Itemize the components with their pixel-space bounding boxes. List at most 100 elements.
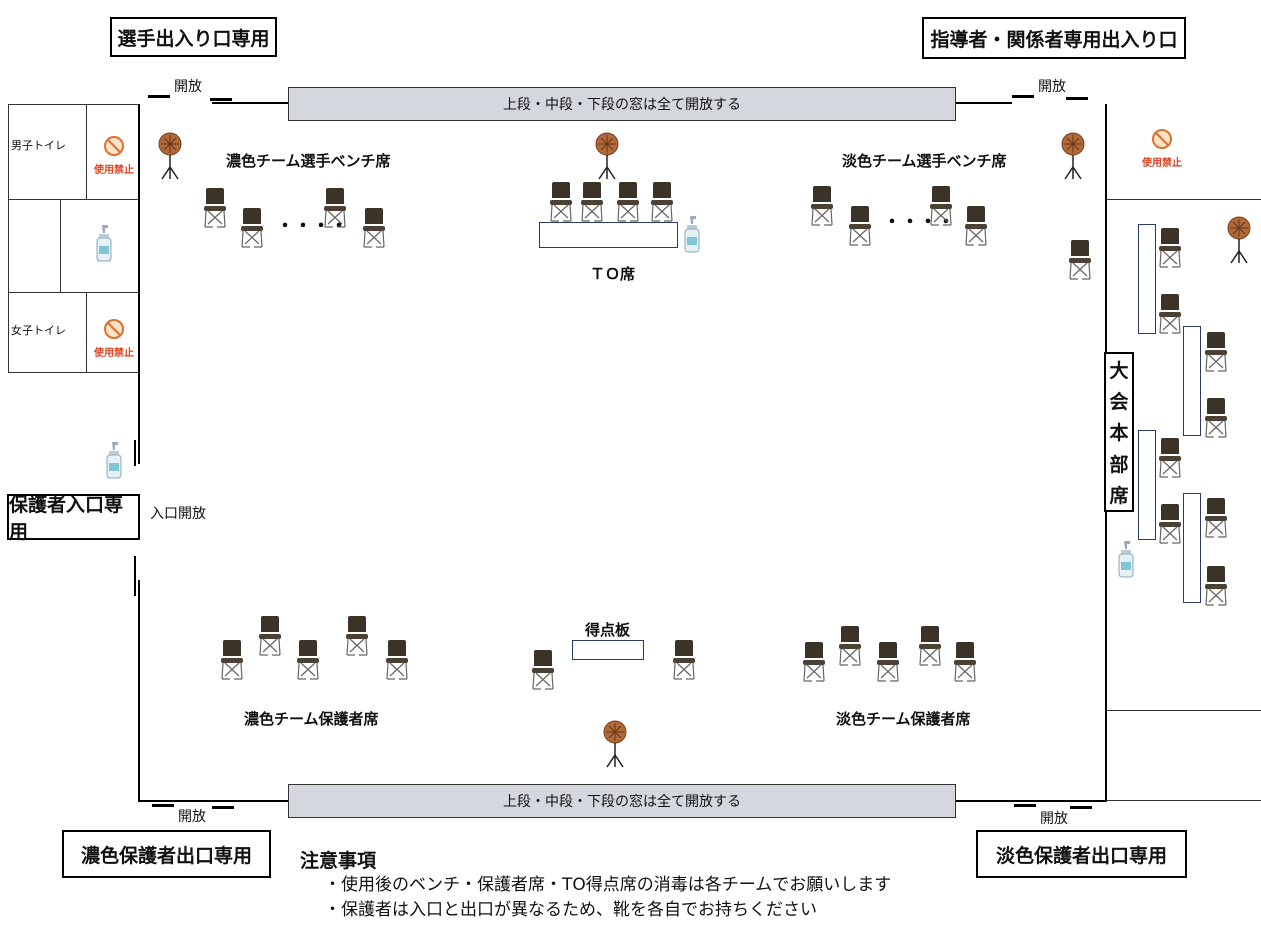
folding-chair-icon: [362, 206, 386, 248]
door-mark-tr-2: [1066, 97, 1088, 100]
folding-chair-icon: [531, 648, 555, 690]
folding-chair-icon: [1204, 330, 1228, 372]
sanitizer-bottle-icon: [1118, 540, 1134, 578]
restroom-inner-2: [60, 199, 61, 292]
sanitizer-bottle-icon: [684, 215, 700, 253]
no-entry-sign-male: 使用禁止: [88, 135, 140, 179]
wall-bottom-left: [138, 800, 288, 802]
folding-chair-icon: [650, 180, 674, 222]
folding-chair-icon: [1158, 292, 1182, 334]
prohibited-label: 使用禁止: [1142, 158, 1182, 169]
restroom-divider-1: [8, 199, 139, 200]
folding-chair-icon: [929, 184, 953, 226]
player-entrance-label: 選手出入り口専用: [110, 17, 277, 57]
to-table: [539, 222, 678, 248]
hq-table-3: [1138, 430, 1156, 540]
hq-table-2: [1183, 326, 1201, 436]
door-mark-tr-1: [1012, 95, 1034, 98]
standing-fan-icon: [594, 132, 620, 180]
folding-chair-icon: [802, 640, 826, 682]
restroom-inner-3: [86, 292, 87, 372]
open-label-br: 開放: [1040, 811, 1068, 827]
note-item: ・保護者は入口と出口が異なるため、靴を各自でお持ちください: [324, 900, 817, 920]
no-entry-icon: [104, 136, 124, 156]
to-seat-label: ＴＯ席: [590, 265, 636, 283]
door-left-1: [134, 440, 136, 466]
folding-chair-icon: [838, 624, 862, 666]
hq-char: 席: [1109, 484, 1129, 507]
light-guardian-exit-label: 淡色保護者出口専用: [976, 830, 1187, 878]
folding-chair-icon: [203, 186, 227, 228]
hq-seat-label: 大 会 本 部 席: [1104, 352, 1134, 512]
folding-chair-icon: [672, 638, 696, 680]
no-entry-sign-female: 使用禁止: [88, 318, 140, 362]
no-entry-icon: [104, 319, 124, 339]
notes-title: 注意事項: [300, 850, 377, 872]
wall-top-left: [212, 102, 288, 104]
right-room-top: [1106, 199, 1261, 200]
restroom-divider-2: [8, 292, 139, 293]
folding-chair-icon: [549, 180, 573, 222]
no-entry-icon: [1152, 129, 1172, 149]
light-guardian-label: 淡色チーム保護者席: [836, 710, 971, 728]
folding-chair-icon: [1204, 564, 1228, 606]
standing-fan-icon: [602, 720, 628, 768]
folding-chair-icon: [296, 638, 320, 680]
no-entry-sign-right: 使用禁止: [1136, 128, 1188, 172]
door-mark-bl-2: [212, 806, 234, 809]
folding-chair-icon: [1158, 436, 1182, 478]
folding-chair-icon: [258, 614, 282, 656]
restroom-wall-top: [8, 104, 139, 105]
folding-chair-icon: [876, 640, 900, 682]
hq-char: 会: [1109, 391, 1129, 414]
prohibited-label: 使用禁止: [94, 165, 134, 176]
entry-open-label: 入口開放: [150, 506, 206, 522]
note-item: ・使用後のベンチ・保護者席・TO得点席の消毒は各チームでお願いします: [324, 875, 892, 895]
folding-chair-icon: [1158, 502, 1182, 544]
folding-chair-icon: [580, 180, 604, 222]
sanitizer-bottle-icon: [96, 224, 112, 262]
wall-left-upper: [138, 104, 140, 464]
male-restroom-label: 男子トイレ: [11, 139, 66, 152]
door-left-2: [134, 556, 136, 596]
hq-char: 大: [1109, 360, 1129, 383]
hq-table-4: [1183, 493, 1201, 603]
open-label-bl: 開放: [178, 809, 206, 825]
folding-chair-icon: [616, 180, 640, 222]
folding-chair-icon: [810, 184, 834, 226]
restroom-divider-3: [8, 372, 139, 373]
notes-section: 注意事項 ・使用後のベンチ・保護者席・TO得点席の消毒は各チームでお願いします …: [300, 846, 891, 923]
staff-entrance-label: 指導者・関係者専用出入り口: [922, 17, 1186, 59]
dark-guardian-exit-label: 濃色保護者出口専用: [62, 830, 271, 878]
restroom-wall-left: [8, 104, 9, 372]
scoreboard: [572, 640, 644, 660]
folding-chair-icon: [964, 204, 988, 246]
door-mark-tl-2: [210, 98, 232, 101]
folding-chair-icon: [918, 624, 942, 666]
folding-chair-icon: [345, 614, 369, 656]
standing-fan-icon: [1226, 216, 1252, 264]
door-mark-bl-1: [152, 804, 174, 807]
ellipsis-dark: ・・・・: [276, 216, 348, 237]
hq-char: 本: [1109, 422, 1129, 445]
open-label-tl: 開放: [174, 79, 202, 95]
right-room-bottom2: [1106, 800, 1261, 801]
sanitizer-bottle-icon: [106, 441, 122, 479]
window-band-bottom: 上段・中段・下段の窓は全て開放する: [288, 784, 956, 818]
folding-chair-icon: [323, 186, 347, 228]
door-mark-tl-1: [148, 95, 170, 98]
window-band-top: 上段・中段・下段の窓は全て開放する: [288, 87, 956, 121]
folding-chair-icon: [385, 638, 409, 680]
folding-chair-icon: [953, 640, 977, 682]
wall-top-right: [956, 102, 1012, 104]
female-restroom-label: 女子トイレ: [11, 324, 66, 337]
ellipsis-light: ・・・・: [883, 212, 955, 233]
restroom-inner-1: [86, 104, 87, 200]
folding-chair-icon: [240, 206, 264, 248]
standing-fan-icon: [157, 132, 183, 180]
wall-left-lower: [138, 580, 140, 802]
folding-chair-icon: [220, 638, 244, 680]
standing-fan-icon: [1060, 132, 1086, 180]
dark-bench-label: 濃色チーム選手ベンチ席: [226, 152, 391, 170]
light-bench-label: 淡色チーム選手ベンチ席: [842, 152, 1007, 170]
